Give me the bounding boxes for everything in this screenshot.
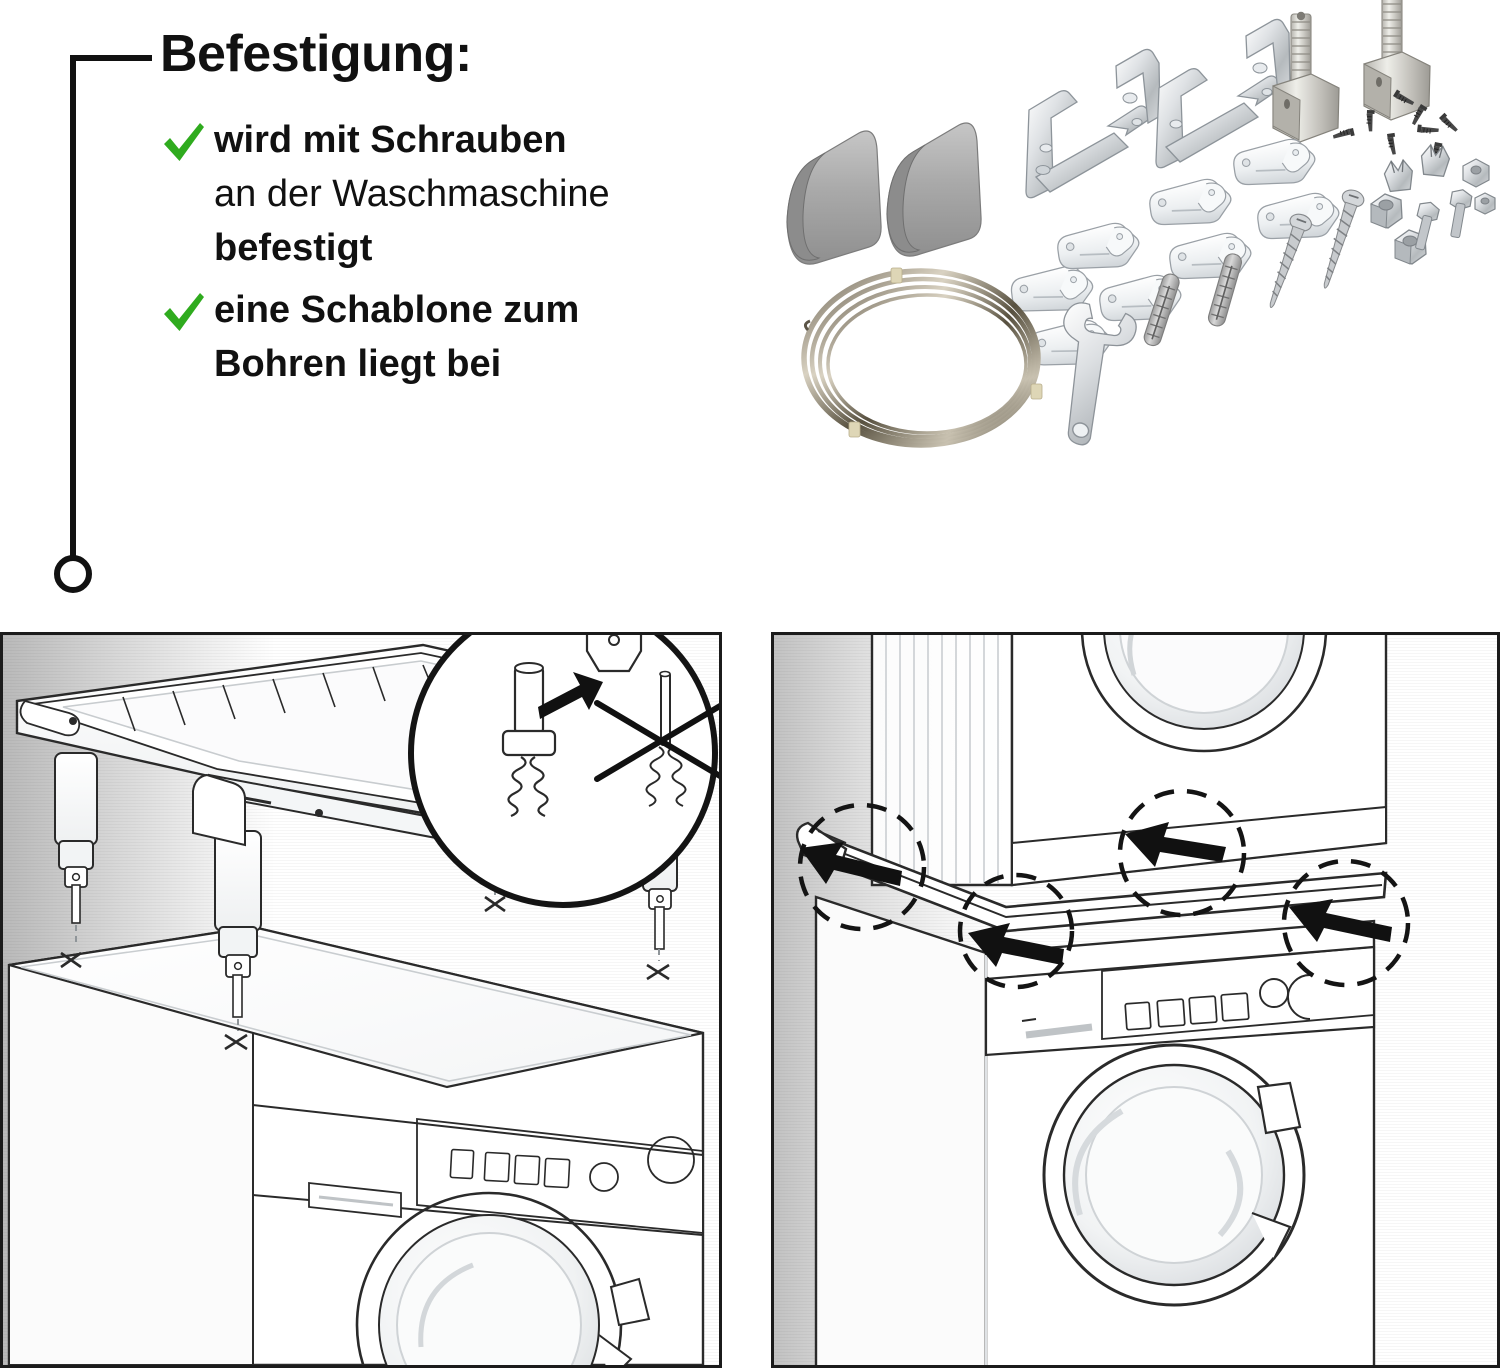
small-screw xyxy=(1381,130,1402,156)
feature-text-block: Befestigung: wird mit Schrauben an der W… xyxy=(160,28,780,400)
callout-vertical-line xyxy=(70,55,76,560)
detail-inset-circle xyxy=(408,635,719,908)
instruction-panel-mounting xyxy=(0,632,722,1368)
hex-nut xyxy=(1370,193,1403,229)
pointer-arrow xyxy=(968,923,1064,967)
wood-screw xyxy=(1269,213,1312,309)
plastic-clamp xyxy=(1146,175,1235,232)
top-info-section: Befestigung: wird mit Schrauben an der W… xyxy=(0,0,1500,625)
machine-bolt xyxy=(1449,189,1473,239)
square-nut xyxy=(1462,158,1490,188)
page-title: Befestigung: xyxy=(160,25,472,83)
green-check-icon xyxy=(160,286,206,338)
pointer-arrow xyxy=(800,842,902,886)
feature-bullet-list: wird mit Schrauben an der Waschmaschine … xyxy=(160,114,780,392)
small-screw xyxy=(1413,118,1441,142)
list-item-text: eine Schablone zum Bohren liegt bei xyxy=(214,284,780,392)
connection-highlight-circle xyxy=(1117,788,1247,918)
list-item: wird mit Schrauben an der Waschmaschine … xyxy=(160,114,780,276)
correct-screw-with-spacer xyxy=(501,662,557,818)
callout-circle-marker xyxy=(54,555,92,593)
green-check-icon xyxy=(160,116,206,168)
mounting-pin xyxy=(54,752,98,947)
callout-horizontal-line xyxy=(70,55,152,61)
plastic-clamp xyxy=(1230,135,1319,192)
x-cross-reject xyxy=(594,700,719,782)
connection-highlights xyxy=(797,788,1411,990)
pointer-arrow xyxy=(538,672,603,719)
dryer-upper-unit xyxy=(870,635,1388,887)
metal-u-bracket xyxy=(1155,18,1291,169)
wood-screw xyxy=(1323,189,1365,289)
bullet-line: wird mit Schrauben xyxy=(214,119,567,161)
list-item: eine Schablone zum Bohren liegt bei xyxy=(160,284,780,392)
instruction-panel-assembled xyxy=(771,632,1500,1368)
connection-highlight-circle xyxy=(1281,858,1411,988)
mounting-pin xyxy=(214,830,262,1031)
plastic-end-cap xyxy=(886,122,982,257)
incorrect-screw xyxy=(645,670,687,807)
washing-machine xyxy=(7,925,705,1365)
bullet-line: eine Schablone zum xyxy=(214,288,580,331)
washing-machine-lower-unit xyxy=(814,895,1376,1365)
mounting-pin-group xyxy=(54,752,678,1031)
square-nut xyxy=(1474,192,1496,215)
metal-u-bracket xyxy=(1025,48,1161,199)
leveling-foot-bolt xyxy=(1363,0,1431,121)
plastic-clamp xyxy=(1166,229,1255,286)
plastic-clamp xyxy=(1054,219,1143,276)
drill-mark-x xyxy=(60,895,670,1051)
bullet-line: an der Waschmaschine xyxy=(214,172,610,215)
bracket-foot xyxy=(585,635,643,673)
connection-highlight-circle xyxy=(797,802,927,932)
plastic-end-cap xyxy=(786,130,882,265)
bullet-line: Bohren liegt bei xyxy=(214,342,502,385)
wire-coil xyxy=(801,267,1043,448)
spring-clip xyxy=(1383,158,1413,193)
bullet-line: befestigt xyxy=(214,226,373,269)
parts-kit-illustration xyxy=(775,0,1500,470)
pointer-arrow xyxy=(1289,899,1392,942)
list-item-text: wird mit Schrauben an der Waschmaschine … xyxy=(214,114,780,276)
spring-clip xyxy=(1420,143,1451,178)
machine-bolt xyxy=(1415,201,1440,251)
connection-highlight-circle xyxy=(957,872,1075,990)
small-screw xyxy=(1437,110,1459,136)
pointer-arrow xyxy=(1125,822,1226,867)
open-end-wrench xyxy=(1063,302,1137,446)
leveling-foot-bolt xyxy=(1272,11,1340,143)
